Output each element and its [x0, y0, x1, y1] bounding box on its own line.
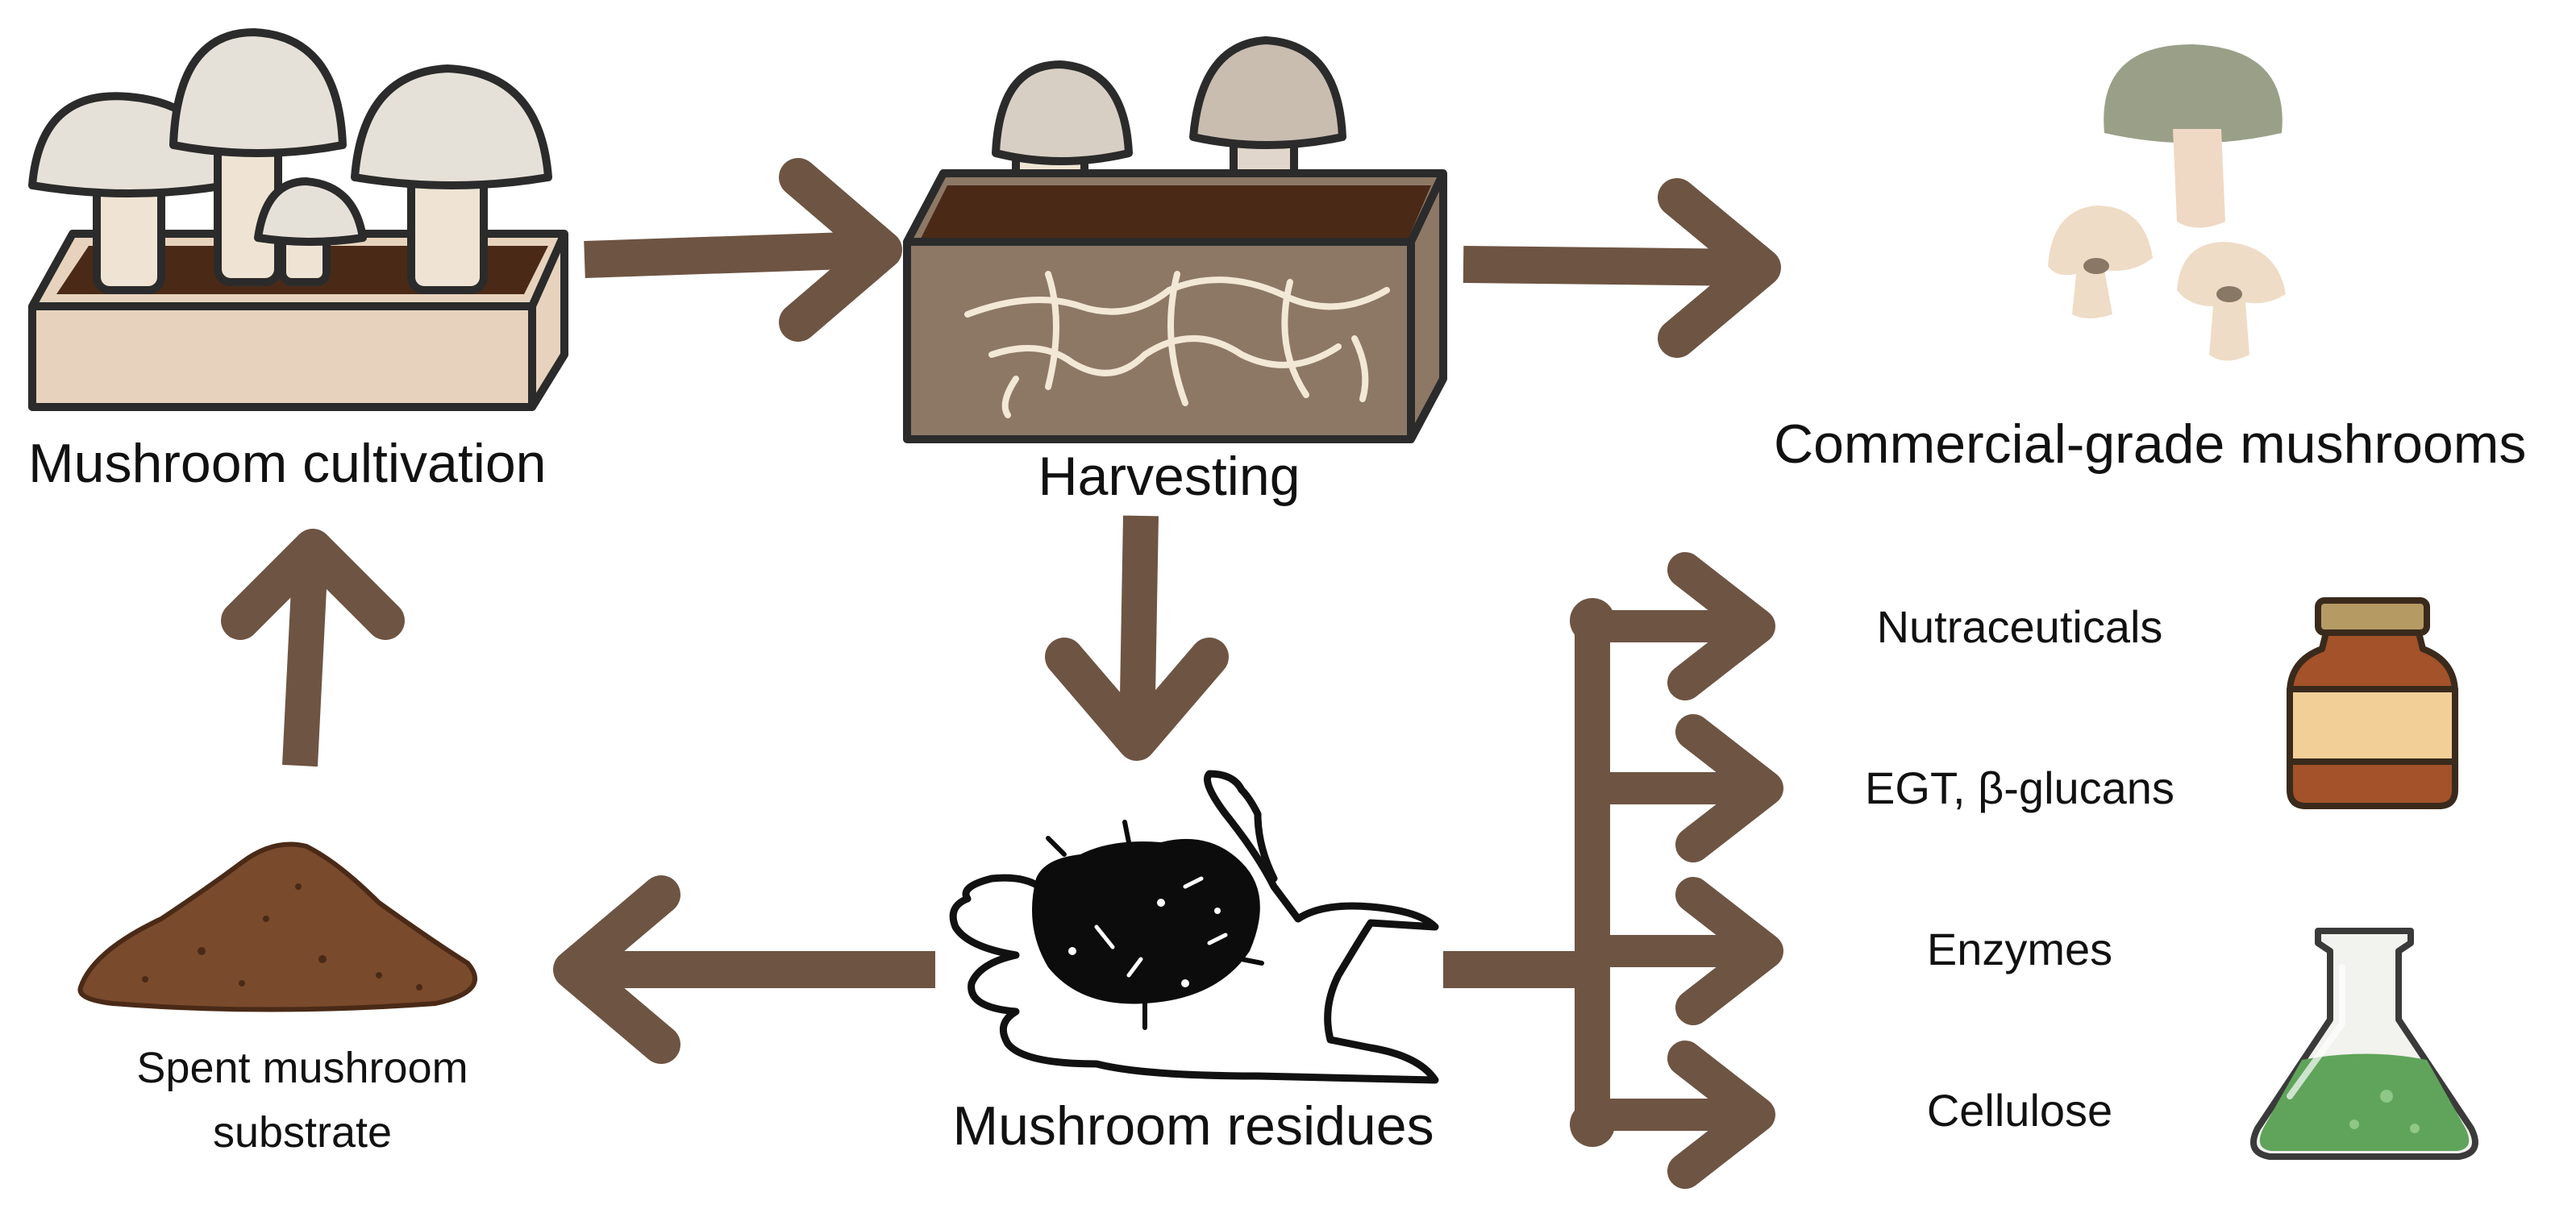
label-spent-line1: Spent mushroom [136, 1044, 468, 1092]
residue-lump [1032, 820, 1264, 1030]
arrow-harvesting-to-residues [1045, 515, 1229, 761]
label-mushroom-residues: Mushroom residues [952, 1095, 1434, 1157]
label-mushroom-cultivation: Mushroom cultivation [28, 433, 547, 494]
label-cellulose: Cellulose [1926, 1085, 2113, 1136]
label-spent-mushroom-substrate: Spent mushroom substrate [77, 1036, 528, 1165]
supplement-bottle-icon [2287, 597, 2458, 809]
commercial-mushrooms-icon [2048, 44, 2286, 361]
label-harvesting: Harvesting [1038, 446, 1300, 507]
arrow-residues-to-spent [553, 875, 935, 1064]
label-nutraceuticals: Nutraceuticals [1876, 601, 2163, 652]
mushroom-cultivation-box-icon [28, 28, 568, 411]
label-egt-beta-glucans: EGT, β-glucans [1865, 762, 2174, 813]
spent-substrate-pile-icon [77, 841, 477, 1012]
arrow-harvesting-to-commercial [1463, 178, 1781, 358]
mycelium-strands [964, 271, 1390, 418]
flow-arrows [221, 158, 1783, 1189]
label-spent-line2: substrate [212, 1108, 393, 1157]
label-commercial-grade-mushrooms: Commercial-grade mushrooms [1774, 413, 2527, 475]
arrow-residues-to-products [1443, 552, 1783, 1189]
erlenmeyer-flask-icon [2250, 928, 2478, 1160]
arrow-cultivation-to-harvesting [584, 158, 902, 342]
arrow-spent-to-cultivation [221, 529, 405, 767]
label-enzymes: Enzymes [1926, 924, 2113, 974]
harvest-box-icon [903, 36, 1447, 443]
